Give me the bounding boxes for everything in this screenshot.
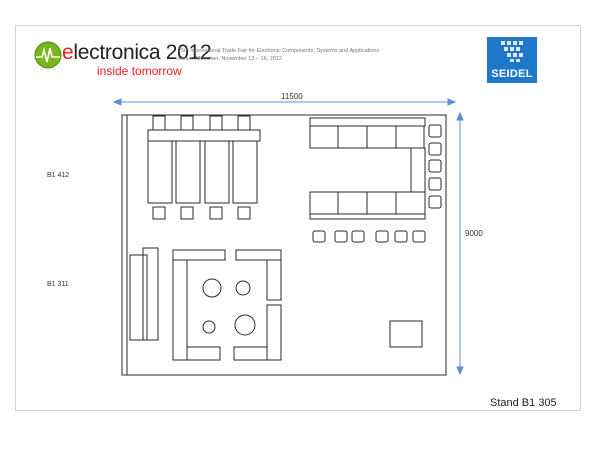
brand-tagline: inside tomorrow: [97, 64, 182, 78]
seidel-grid-icon: [501, 41, 523, 62]
display-wall-units: [147, 115, 261, 220]
stand-label: Stand B1 305: [490, 397, 557, 409]
width-dimension-label: 11500: [281, 92, 303, 101]
fair-info-line-1: 25th International Trade Fair for Electr…: [178, 48, 380, 54]
neighbor-label-b1-311: B1 311: [47, 281, 69, 288]
seidel-logo: SEIDEL: [487, 37, 537, 83]
brand-rest: lectronica 2012: [73, 41, 212, 64]
seidel-wordmark: SEIDEL: [491, 68, 533, 80]
wall-screens: [428, 124, 442, 209]
brand-title: electronica 2012: [62, 41, 212, 65]
booth-outline: [121, 114, 447, 376]
fair-info: 25th International Trade Fair for Electr…: [178, 47, 379, 63]
slide-frame: [15, 25, 581, 411]
dimension-lines: [112, 98, 464, 376]
side-wall-display: [129, 247, 159, 341]
stool-row: [312, 230, 426, 243]
height-dimension-label: 9000: [465, 229, 483, 238]
lounge-area: [172, 249, 282, 361]
neighbor-label-b1-412: B1 412: [47, 172, 70, 179]
storage-box: [389, 320, 423, 348]
fair-info-line-2: Messe München, November 13 – 16, 2012: [178, 56, 282, 62]
counter-u-shape: [309, 117, 426, 220]
electronica-globe-icon: [34, 41, 62, 69]
brand-prefix: e: [62, 41, 74, 64]
